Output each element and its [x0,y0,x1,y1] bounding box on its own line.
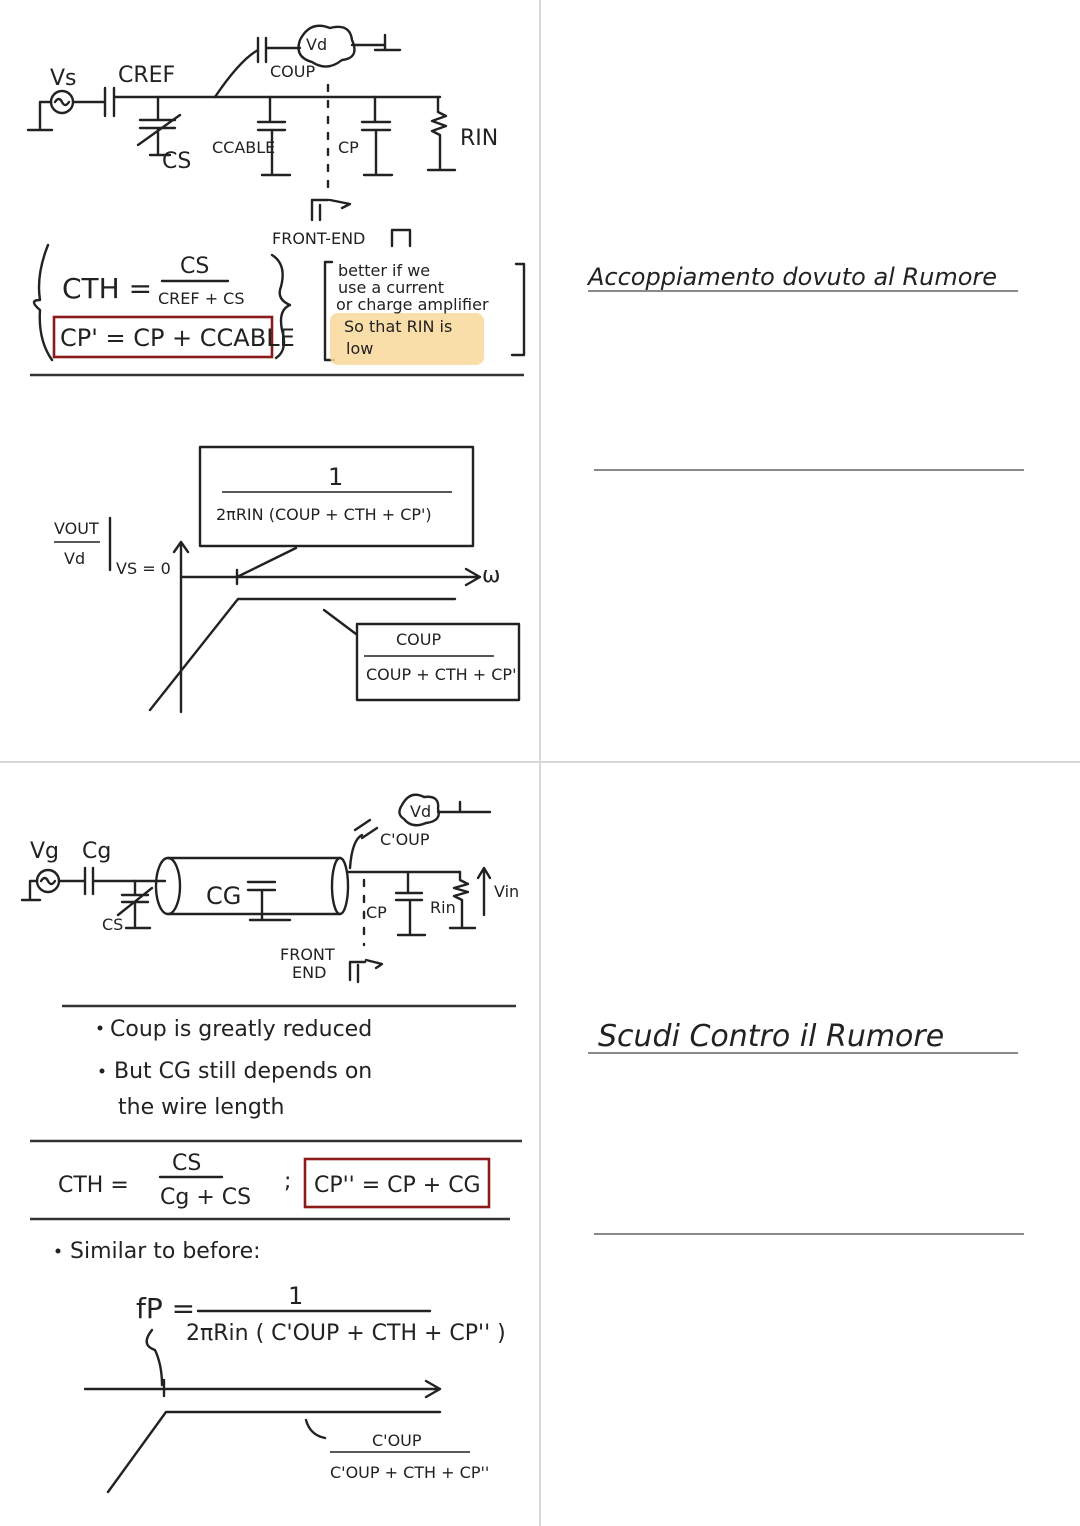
label-cg-cable: CG [206,882,241,910]
similar-to-before: Similar to before: [70,1239,261,1264]
bode-xlabel: ω [482,563,500,588]
pole-numerator: 1 [328,463,343,491]
note-line: or charge amplifier [336,295,489,314]
cth-denominator: CREF + CS [158,289,245,308]
equations-block-1: CTH = CS CREF + CS CP' = CP + CCABLE bet… [30,243,526,377]
fp-lhs: fP = [136,1292,195,1325]
pole-box [198,445,475,548]
label-cref: CREF [118,63,175,88]
section-title-scudi: Scudi Contro il Rumore [598,1019,944,1054]
label-rin: RIN [460,126,498,151]
label-front-end: FRONT [280,945,335,964]
cth-numerator: CS [180,254,209,279]
bullet-list: Coup is greatly reduced But CG still dep… [97,1017,372,1120]
fp-numerator: 1 [288,1282,303,1310]
gain-numerator-2: C'OUP [372,1431,422,1450]
label-front-end: END [292,963,326,982]
gain-denominator-2: C'OUP + CTH + CP'' [330,1463,489,1482]
gain-denominator: COUP + CTH + CP' [366,665,516,684]
label-cp: CP [338,138,359,157]
label-rin-2: Rin [430,898,456,917]
fp-formula: fP = 1 2πRin ( C'OUP + CTH + CP'' ) [136,1282,506,1387]
pole-denominator: 2πRIN (COUP + CTH + CP') [216,505,432,524]
label-ccable: CCABLE [212,138,275,157]
label-vd: Vd [306,35,327,54]
note-highlight-line: So that RIN is [344,317,452,336]
label-cg: Cg [82,839,111,864]
label-vs: Vs [50,66,77,91]
vd-cloud [297,24,356,68]
bode-ylabel-num: VOUT [54,519,99,538]
cp-double-prime-equation: CP'' = CP + CG [314,1173,481,1198]
cp-double-prime-box [303,1157,491,1209]
separator: ; [284,1169,291,1194]
section-title-accoppiamento: Accoppiamento dovuto al Rumore [586,263,997,291]
bode-condition: VS = 0 [116,559,171,578]
circuit-diagram-2: Vg Cg CS CG C'OUP Vd Vin CP Rin FRONT EN… [20,793,519,984]
circuit-diagram-1: Vs CREF Vd COUP CS CCABLE CP RIN FRONT-E… [26,24,498,248]
note-line: use a current [338,278,444,297]
bode-ylabel-den: Vd [64,549,85,568]
gain-box [355,622,521,702]
bullet-item: But CG still depends on [114,1059,372,1084]
cth-lhs: CTH = [62,272,152,305]
note-highlight-line: low [346,339,373,358]
highlight [330,313,484,365]
bullet-item: Coup is greatly reduced [110,1017,372,1042]
cth-numerator-2: CS [172,1151,201,1176]
label-coup: COUP [270,62,315,81]
cth-denominator-2: Cg + CS [160,1185,251,1210]
cp-prime-equation: CP' = CP + CCABLE [60,324,295,352]
bode-plot-2: C'OUP C'OUP + CTH + CP'' [83,1378,489,1494]
equations-block-2: CTH = CS Cg + CS ; CP'' = CP + CG [58,1151,491,1210]
coax-cable [154,856,182,916]
label-vin: Vin [494,882,519,901]
bullet-item: the wire length [118,1095,284,1120]
label-front-end: FRONT-END [272,229,365,248]
bode-plot-1: VOUT Vd VS = 0 ω 1 2πRIN (COUP + CTH + C… [54,445,521,714]
label-vg: Vg [30,839,59,864]
label-cs: CS [162,149,191,174]
label-cp-2: CP [366,903,387,922]
cp-prime-box [52,315,274,359]
label-coup-2: C'OUP [380,830,430,849]
gain-numerator: COUP [396,630,441,649]
label-cs-2: CS [102,915,123,934]
fp-denominator: 2πRin ( C'OUP + CTH + CP'' ) [186,1321,506,1346]
vd-cloud-2 [398,793,440,827]
note-line: better if we [338,261,430,280]
label-vd-2: Vd [410,802,431,821]
cth-lhs-2: CTH = [58,1173,129,1198]
